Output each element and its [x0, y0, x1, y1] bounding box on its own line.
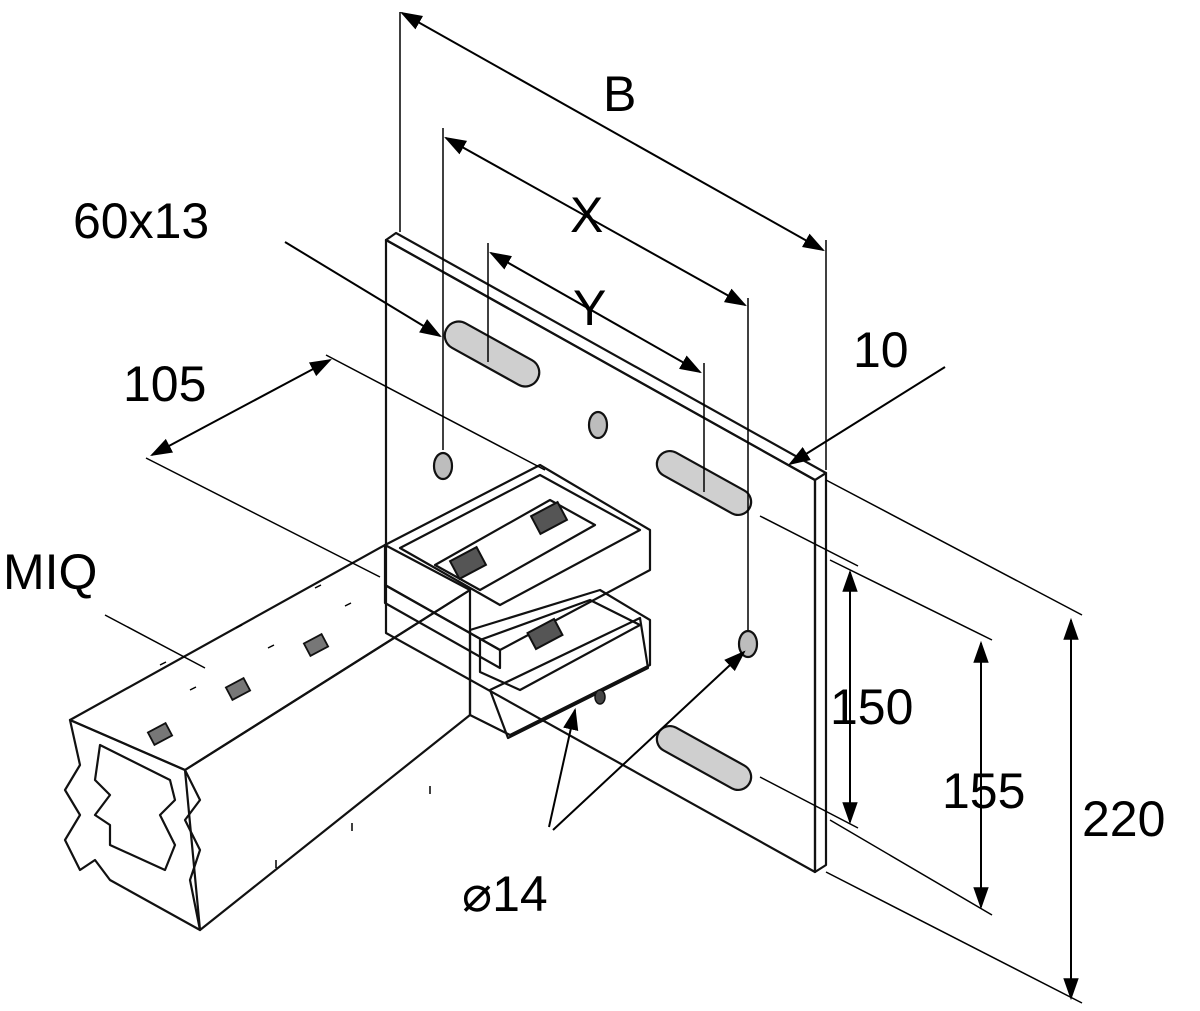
upper-bracket [383, 463, 652, 670]
label-hole-diameter: ⌀14 [462, 866, 548, 922]
label-x: X [570, 187, 603, 243]
hole-left [432, 451, 454, 481]
slot-bottom-right [655, 724, 753, 792]
lower-bracket [468, 588, 652, 740]
label-girder: MIQ [3, 544, 97, 600]
label-depth: 105 [123, 356, 206, 412]
miq-girder [63, 543, 472, 932]
label-plate-thickness: 10 [853, 322, 909, 378]
label-hole-spacing-mid: 155 [942, 763, 1025, 819]
dimension-labels: B X Y 60x13 10 105 MIQ 150 155 220 ⌀14 [3, 66, 1165, 922]
label-b: B [603, 66, 636, 122]
label-y: Y [573, 280, 606, 336]
hole-center [587, 410, 609, 440]
label-slot-size: 60x13 [73, 193, 209, 249]
dimension-lines [104, 11, 1083, 1004]
label-plate-height: 220 [1082, 791, 1165, 847]
label-hole-spacing-inner: 150 [830, 679, 913, 735]
hole-right [737, 629, 759, 659]
slot-top-left [443, 320, 541, 388]
